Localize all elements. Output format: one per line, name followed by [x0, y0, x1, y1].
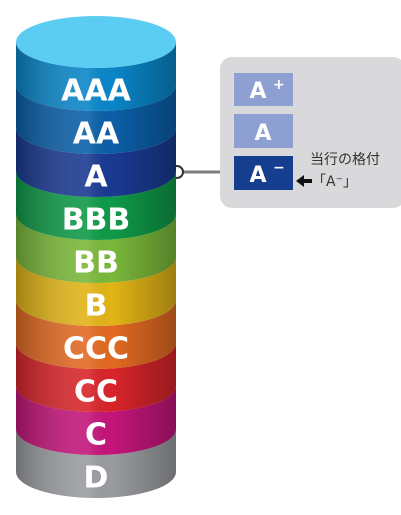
notch-box-a [234, 114, 293, 148]
notch-label-a-plus: A [249, 79, 266, 104]
current-rating-note-line1: 当行の格付 [310, 152, 380, 168]
tier-label-aa: AA [73, 117, 120, 152]
tier-shading-aa [16, 85, 176, 154]
tier-label-b: B [85, 289, 108, 324]
tier-label-c: C [85, 418, 107, 453]
callout-panel: A + A A − 当行の格付 「A⁻」 [170, 57, 401, 208]
tier-label-bbb: BBB [62, 203, 131, 238]
tier-label-bb: BB [73, 246, 119, 281]
tier-shading-d [16, 429, 176, 498]
notch-label-a: A [254, 121, 271, 146]
notch-sup-a-minus: − [273, 160, 285, 176]
tier-label-aaa: AAA [61, 74, 131, 109]
notch-box-a-minus [234, 156, 293, 190]
notch-box-a-plus [234, 73, 293, 106]
cylinder-top-cap [16, 16, 176, 68]
tier-label-cc: CC [74, 375, 118, 410]
current-rating-note-line2: 「A⁻」 [312, 174, 357, 190]
tier-shading-bb [16, 214, 176, 283]
notch-label-a-minus: A [249, 163, 266, 188]
tier-shading-aaa [16, 42, 176, 111]
tier-shading-c [16, 386, 176, 455]
tier-label-ccc: CCC [63, 332, 129, 367]
tier-shading-a [16, 128, 176, 197]
tier-label-d: D [84, 461, 109, 496]
tier-shading-cc [16, 343, 176, 412]
tier-label-a: A [84, 160, 108, 195]
tier-shading-bbb [16, 171, 176, 240]
left-arrow-icon [296, 175, 312, 187]
notch-sup-a-plus: + [273, 77, 285, 93]
tier-shading-b [16, 257, 176, 326]
tier-shading-ccc [16, 300, 176, 369]
